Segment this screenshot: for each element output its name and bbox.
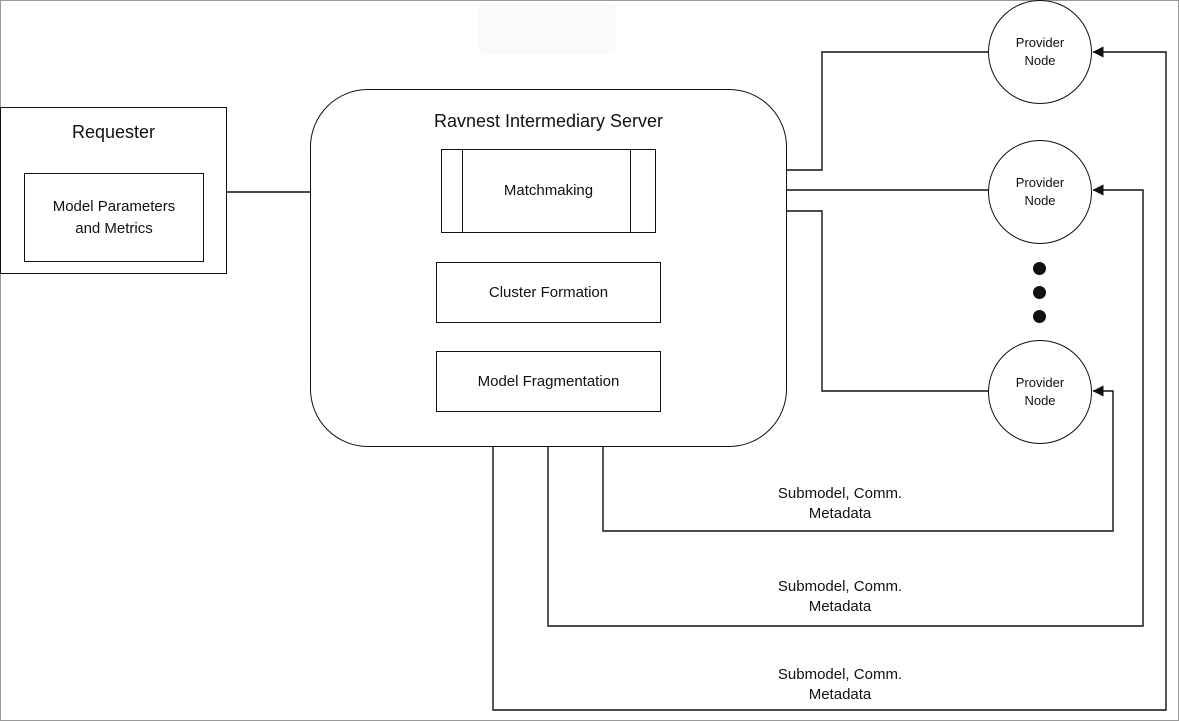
provider-node-1: Provider Node [988, 0, 1092, 104]
edge-fragment-to-provider-3 [602, 385, 1114, 532]
provider-node-1-label: Provider Node [1015, 34, 1065, 68]
model-parameters-label: Model Parameters and Metrics [52, 197, 176, 237]
model-parameters-box: Model Parameters and Metrics [24, 173, 204, 262]
edge-label-submodel-3: Submodel, Comm. Metadata [777, 666, 903, 704]
ellipsis-dot-2 [1033, 286, 1046, 299]
edge-fragment-to-provider-2 [547, 184, 1144, 627]
provider-node-3: Provider Node [988, 340, 1092, 444]
top-blur-artifact [478, 4, 616, 54]
matchmaking-label: Matchmaking [503, 181, 594, 199]
requester-title: Requester [71, 122, 156, 142]
provider-node-3-label: Provider Node [1015, 374, 1065, 408]
model-fragmentation-label: Model Fragmentation [477, 373, 620, 390]
cluster-formation-box: Cluster Formation [436, 262, 661, 323]
matchmaking-process: Matchmaking [441, 149, 656, 233]
ellipsis-dot-1 [1033, 262, 1046, 275]
server-title: Ravnest Intermediary Server [433, 111, 664, 131]
edge-label-submodel-2: Submodel, Comm. Metadata [777, 578, 903, 616]
matchmaking-left-rule [462, 150, 463, 232]
edge-label-submodel-1: Submodel, Comm. Metadata [777, 485, 903, 523]
cluster-formation-label: Cluster Formation [488, 284, 609, 301]
matchmaking-right-rule [630, 150, 631, 232]
provider-node-2-label: Provider Node [1015, 174, 1065, 208]
ellipsis-dot-3 [1033, 310, 1046, 323]
provider-node-2: Provider Node [988, 140, 1092, 244]
model-fragmentation-box: Model Fragmentation [436, 351, 661, 412]
edge-fragment-to-provider-1 [492, 46, 1167, 711]
